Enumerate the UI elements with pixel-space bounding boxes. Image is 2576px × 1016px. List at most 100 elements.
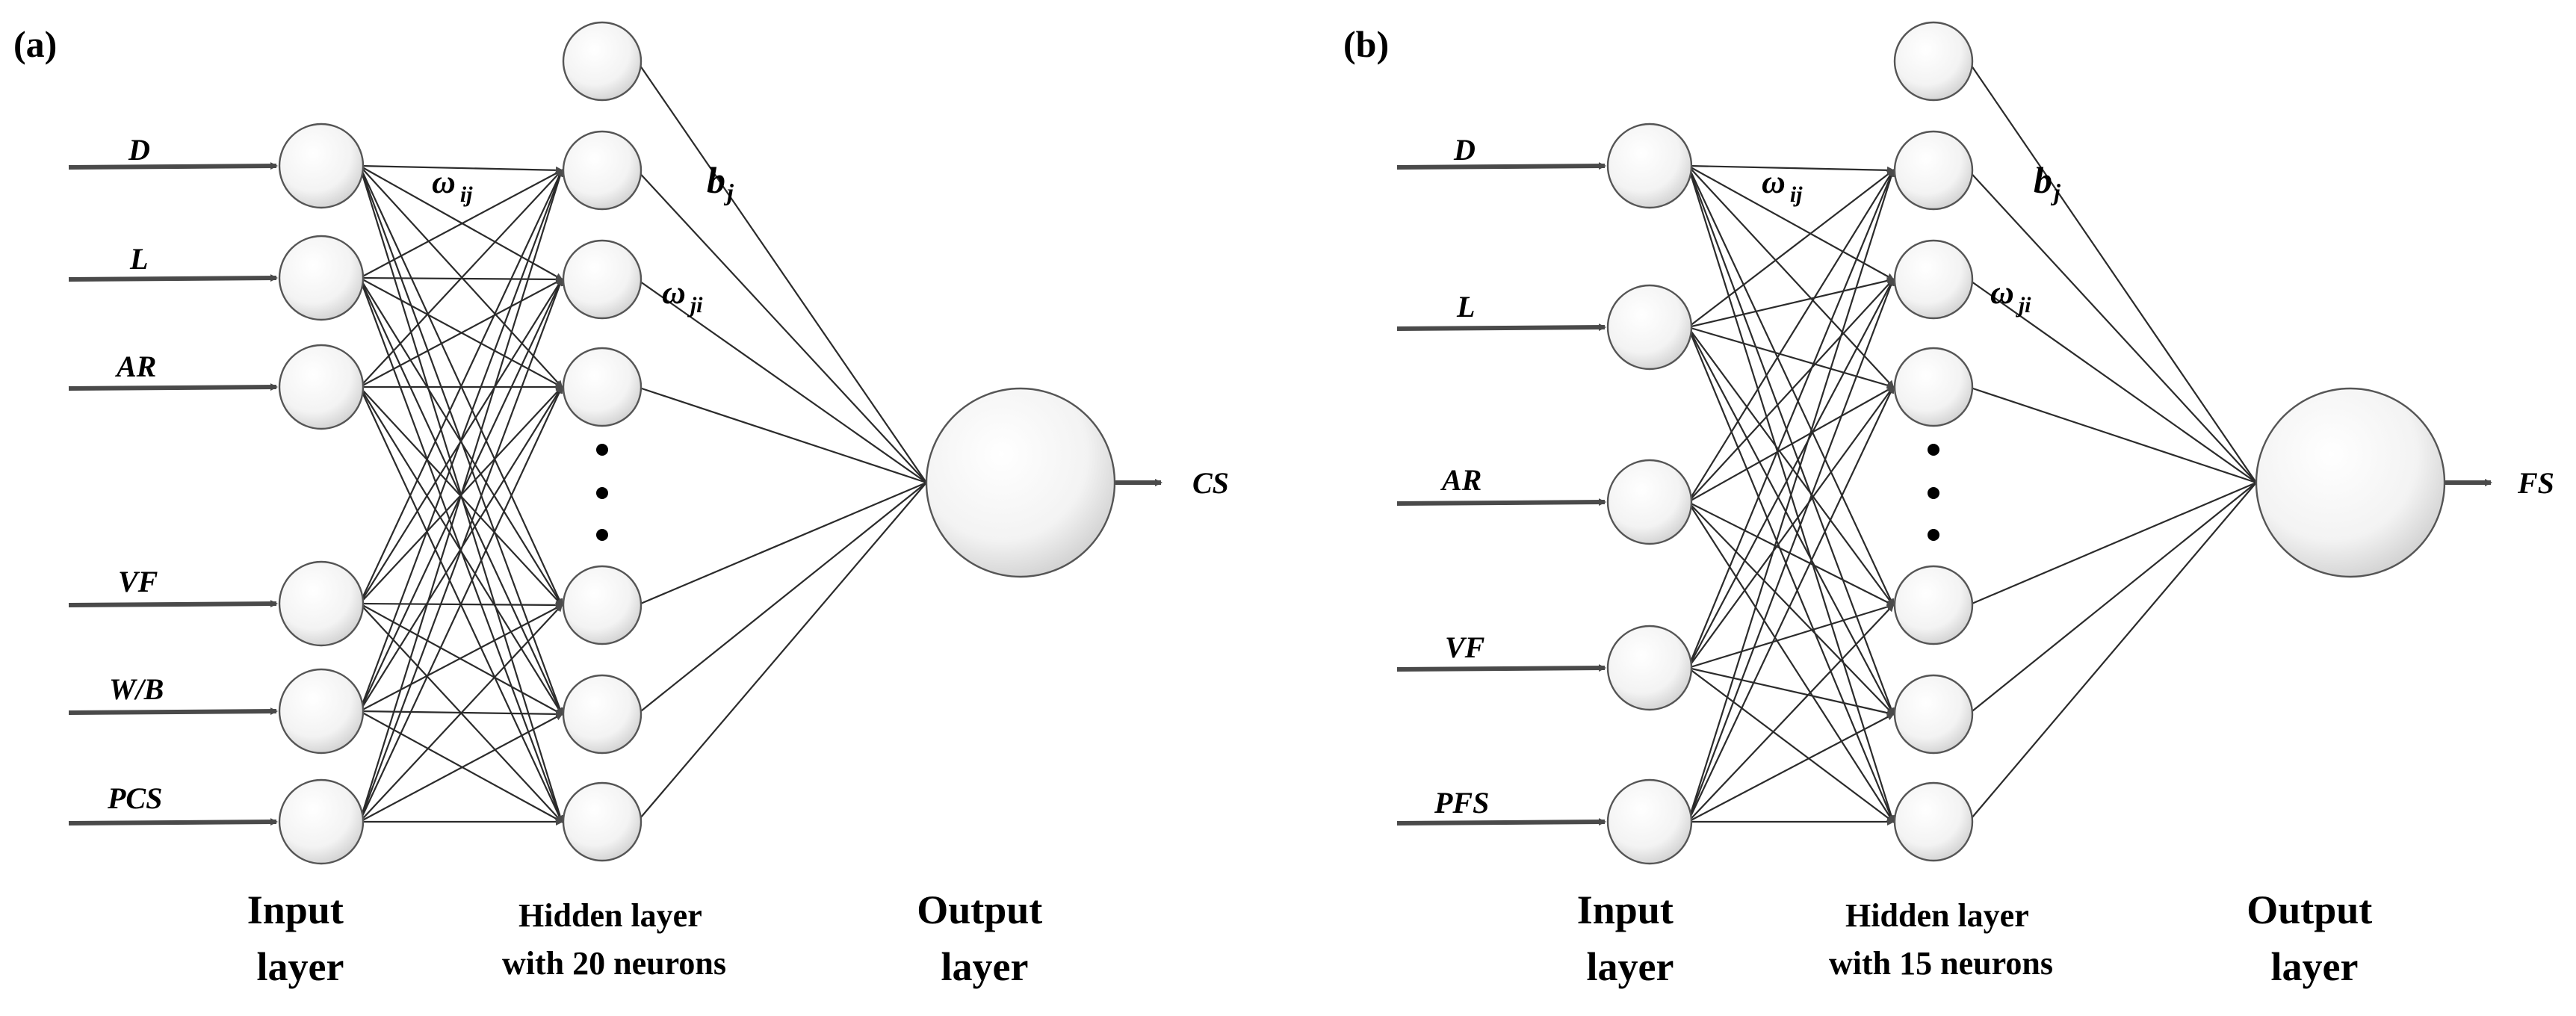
panel-b-edge-in2-hid2 <box>1687 278 1895 503</box>
panel-a-input-arrow-2 <box>68 383 278 391</box>
panel-b-hidden-node-6 <box>1893 781 1974 862</box>
panel-a-connections <box>68 61 1162 826</box>
panel-b-edge-in1-hid4 <box>1687 326 1895 607</box>
panel-a-input-node-4 <box>278 668 365 755</box>
panel-b-output-label: FS <box>2517 466 2554 500</box>
panel-a-edge-in5-hid3 <box>359 385 563 823</box>
panel-a-hidden-node-6 <box>562 781 643 862</box>
panel-b-edge-in4-hid3 <box>1687 385 1895 823</box>
panel-b-input-label-3: VF <box>1445 631 1485 664</box>
panel-b-nodes <box>1606 21 2446 865</box>
panel-a-input-label-4: W/B <box>109 672 164 706</box>
panel-a-edge-in0-hid1 <box>359 164 563 174</box>
panel-a-hidden-node-0 <box>562 21 643 102</box>
panel-a-edge-in4-hid1 <box>359 169 563 712</box>
panel-a-ellipsis-dot-0 <box>596 444 608 456</box>
panel-a-input-label-5: PCS <box>107 781 162 815</box>
panel-b-edge-in3-hid6 <box>1687 667 1895 823</box>
panel-a-ellipsis-dot-2 <box>596 529 608 541</box>
panel-b-edge-in2-hid4 <box>1688 501 1895 606</box>
panel-a-edge-in3-hid1 <box>359 169 563 604</box>
panel-a-ellipsis-dot-1 <box>596 487 608 499</box>
panel-b-edge-in4-hid4 <box>1687 604 1895 823</box>
panel-a-edge-in4-hid4 <box>359 604 563 712</box>
panel-a-output-title: Output layer <box>917 888 1053 989</box>
panel-b-input-node-4 <box>1606 778 1693 865</box>
panel-a-nodes <box>278 21 1116 865</box>
panel-b-edge-in3-hid4 <box>1688 603 1895 669</box>
panel-b-edge-hid1-out <box>1967 170 2257 483</box>
panel-b-edge-in0-hid4 <box>1687 165 1895 607</box>
panel-b-edge-in1-hid2 <box>1688 276 1895 329</box>
panel-a-input-label-3: VF <box>118 565 158 598</box>
panel-b-edge-in3-hid3 <box>1687 385 1895 669</box>
panel-b-input-arrow-3 <box>1396 664 1606 672</box>
panel-b-hidden-title: Hidden layer with 15 neurons <box>1829 897 2053 982</box>
panel-a-hidden-title: Hidden layer with 20 neurons <box>502 897 726 982</box>
panel-b-input-label-2: AR <box>1440 463 1481 497</box>
panel-b-edge-in2-hid5 <box>1687 501 1895 716</box>
panel-b-input-node-2 <box>1606 459 1693 545</box>
panel-b-input-title: Input layer <box>1577 888 1684 989</box>
panel-b-edge-in3-hid1 <box>1687 169 1895 669</box>
panel-b-edge-in0-hid5 <box>1687 165 1895 716</box>
panel-b-input-node-1 <box>1606 284 1693 371</box>
panel-a-edge-in5-hid1 <box>359 169 564 823</box>
panel-b-edge-in0-hid3 <box>1687 165 1895 388</box>
panel-b-input-label-0: D <box>1453 133 1476 167</box>
panel-a-edge-hid3-out <box>637 385 927 484</box>
panel-a-input-label-0: D <box>128 133 150 167</box>
panel-b-ellipsis-dot-2 <box>1928 529 1939 541</box>
panel-b-input-label-1: L <box>1456 290 1475 323</box>
panel-b-edge-in2-hid3 <box>1687 386 1895 503</box>
panel-a-edge-in1-hid1 <box>359 170 563 279</box>
panel-a-input-node-0 <box>278 123 365 209</box>
panel-b-hidden-node-1 <box>1893 130 1974 211</box>
panel-b-input-arrow-2 <box>1396 498 1606 507</box>
panel-a-edge-in5-hid5 <box>359 713 563 823</box>
panel-a-input-node-3 <box>278 560 365 647</box>
panel-b-edge-in4-hid1 <box>1687 169 1895 823</box>
panel-a-output-label: CS <box>1192 466 1229 500</box>
panel-b-ellipsis-dot-1 <box>1928 487 1939 499</box>
panel-b-edge-in2-hid1 <box>1687 169 1895 503</box>
panel-b-label: (b) <box>1343 23 1389 65</box>
panel-a-hidden-node-4 <box>562 565 643 645</box>
panel-b-ellipsis-dot-0 <box>1928 444 1939 456</box>
panel-b-edge-in2-hid6 <box>1687 501 1895 823</box>
panel-a-input-node-1 <box>278 235 365 321</box>
panel-b-edge-in1-hid5 <box>1687 326 1894 716</box>
panel-b-edge-in1-hid3 <box>1688 326 1895 389</box>
panel-b-input-label-4: PFS <box>1434 786 1489 820</box>
panel-b-edge-in3-hid5 <box>1688 666 1895 717</box>
panel-b-bias: bj <box>2034 159 2061 205</box>
panel-b-connections <box>1396 61 2492 826</box>
panel-a-bias: bj <box>707 159 734 205</box>
panel-a-edge-in5-hid2 <box>359 278 563 823</box>
panel-b-hidden-node-0 <box>1893 21 1974 102</box>
panel-b-edge-in1-hid6 <box>1687 326 1895 823</box>
panel-b-edge-hid6-out <box>1967 482 2257 823</box>
panel-a-edge-hid2-out <box>637 279 927 483</box>
panel-a-input-arrow-4 <box>68 707 278 716</box>
panel-b-output-node <box>2255 387 2446 578</box>
panel-b-hidden-node-5 <box>1893 674 1974 755</box>
panel-b-hidden-node-4 <box>1893 565 1974 645</box>
panel-b-edge-in4-hid2 <box>1687 278 1895 823</box>
panel-a-edge-in2-hid1 <box>359 169 563 388</box>
panel-b-edge-hid5-out <box>1968 482 2257 715</box>
panel-a-edge-hid1-out <box>636 170 927 483</box>
panel-a-output-node <box>925 387 1116 578</box>
panel-b-edge-hid0-out <box>1967 61 2257 483</box>
panel-a-input-label-2: AR <box>114 350 156 383</box>
panel-a-input-title: Input layer <box>247 888 354 989</box>
panel-a-edge-hid5-out <box>637 482 927 715</box>
panel-a-input-label-1: L <box>129 242 148 276</box>
panel-b-input-node-0 <box>1606 123 1693 209</box>
